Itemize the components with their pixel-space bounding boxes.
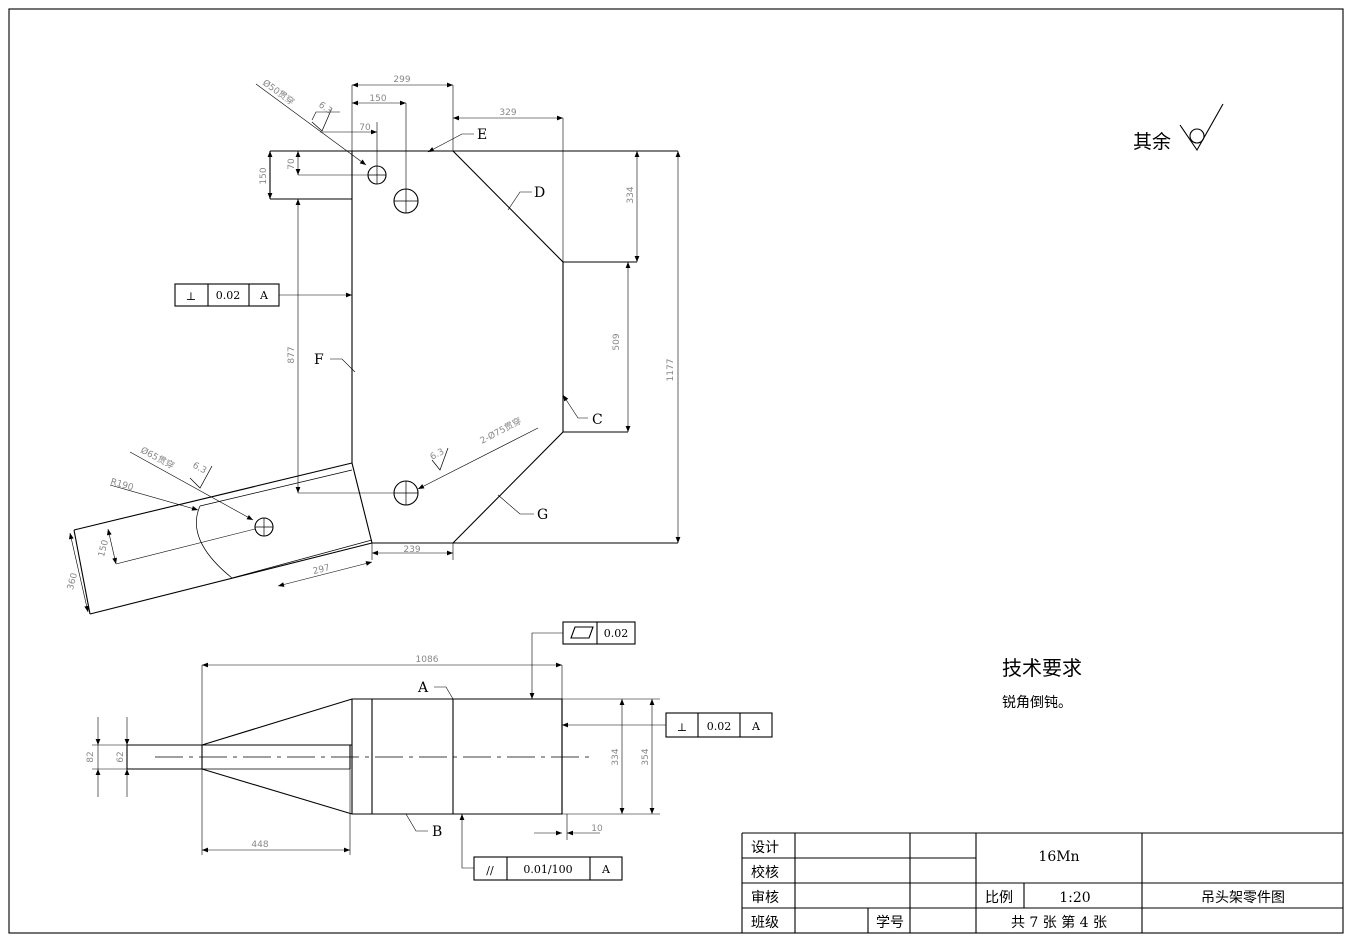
dim-70a: 70 bbox=[359, 123, 371, 133]
dim-1086: 1086 bbox=[416, 655, 439, 665]
hole-pivot bbox=[254, 517, 274, 537]
dim-150b: 150 bbox=[97, 539, 111, 558]
svg-text:A: A bbox=[601, 863, 611, 876]
tb-review: 审核 bbox=[751, 890, 779, 906]
svg-text:0.01/100: 0.01/100 bbox=[523, 863, 572, 876]
hole-top-label: Ø50贯穿 bbox=[260, 77, 297, 108]
tb-material: 16Mn bbox=[1038, 849, 1079, 865]
tech-requirements-title: 技术要求 bbox=[1002, 656, 1082, 680]
label-A: A bbox=[417, 680, 429, 696]
label-E: E bbox=[477, 127, 487, 143]
drawing-border bbox=[8, 8, 1344, 934]
tb-scale-label: 比例 bbox=[985, 890, 1013, 906]
dim-62: 62 bbox=[116, 751, 126, 762]
hole-bottom bbox=[393, 480, 419, 506]
hole-pivot-label: Ø65贯穿 bbox=[139, 444, 177, 472]
tech-requirements-item: 锐角倒钝。 bbox=[1002, 695, 1072, 711]
front-view: 1086 448 82 62 334 354 10 A B 0.02 ⊥ 0.0… bbox=[86, 621, 773, 881]
finish-63-arm: 6.3 bbox=[191, 461, 208, 477]
tb-check: 校核 bbox=[751, 864, 779, 881]
dim-329: 329 bbox=[499, 108, 516, 118]
top-view: 299 150 70 329 150 70 334 509 1177 877 2… bbox=[66, 75, 681, 615]
dim-354: 354 bbox=[641, 748, 651, 765]
svg-text:A: A bbox=[751, 720, 761, 733]
dim-334-front: 334 bbox=[611, 748, 621, 765]
tb-design: 设计 bbox=[751, 840, 779, 856]
hole-top-large bbox=[393, 188, 419, 214]
dim-297: 297 bbox=[312, 563, 331, 577]
finish-63-top: 6.3 bbox=[316, 100, 333, 117]
svg-text:0.02: 0.02 bbox=[707, 720, 732, 733]
label-G: G bbox=[537, 507, 548, 523]
svg-text://: // bbox=[486, 864, 494, 877]
svg-text:A: A bbox=[259, 289, 269, 302]
tb-part-name: 吊头架零件图 bbox=[1201, 890, 1285, 906]
svg-text:0.02: 0.02 bbox=[604, 627, 629, 640]
dim-239: 239 bbox=[403, 545, 420, 555]
dim-150a: 150 bbox=[369, 94, 386, 104]
svg-text:其余: 其余 bbox=[1133, 131, 1171, 153]
dim-509: 509 bbox=[612, 333, 622, 350]
label-C: C bbox=[592, 412, 603, 428]
dim-70: 70 bbox=[287, 158, 297, 170]
surface-finish-note: 其余 bbox=[1133, 103, 1224, 153]
dim-82: 82 bbox=[86, 751, 96, 762]
front-view-outline bbox=[126, 698, 563, 815]
dim-1177: 1177 bbox=[666, 359, 676, 382]
dim-877: 877 bbox=[287, 346, 297, 363]
dim-10: 10 bbox=[591, 824, 603, 834]
top-view-outline bbox=[351, 150, 678, 544]
tb-sheet-info: 共 7 张 第 4 张 bbox=[1011, 914, 1107, 931]
tb-scale-value: 1:20 bbox=[1059, 890, 1090, 906]
dim-448: 448 bbox=[251, 840, 268, 850]
tolerance-parallel: // 0.01/100 A bbox=[459, 814, 623, 881]
svg-text:0.02: 0.02 bbox=[216, 289, 241, 302]
svg-text:⊥: ⊥ bbox=[186, 290, 196, 303]
label-B: B bbox=[432, 824, 442, 840]
dim-150: 150 bbox=[259, 167, 269, 184]
dim-299: 299 bbox=[393, 75, 410, 85]
label-F: F bbox=[314, 352, 324, 368]
tb-class: 班级 bbox=[751, 915, 779, 931]
tolerance-perp-top: ⊥ 0.02 A bbox=[174, 283, 352, 307]
label-D: D bbox=[534, 185, 545, 201]
dim-334: 334 bbox=[626, 186, 636, 203]
radius-label: R190 bbox=[109, 477, 135, 493]
tolerance-flat: 0.02 bbox=[529, 621, 636, 699]
two-holes-label: 2-Ø75贯穿 bbox=[478, 415, 524, 447]
tech-requirements: 技术要求 锐角倒钝。 bbox=[1002, 656, 1082, 711]
tolerance-perp-side: ⊥ 0.02 A bbox=[562, 712, 773, 738]
title-block: 设计 校核 审核 班级 学号 16Mn 比例 1:20 吊头架零件图 共 7 张… bbox=[741, 832, 1343, 933]
dim-360: 360 bbox=[66, 572, 80, 591]
hole-top-small bbox=[367, 165, 387, 185]
tb-student-id: 学号 bbox=[876, 915, 904, 931]
svg-text:⊥: ⊥ bbox=[677, 721, 687, 734]
